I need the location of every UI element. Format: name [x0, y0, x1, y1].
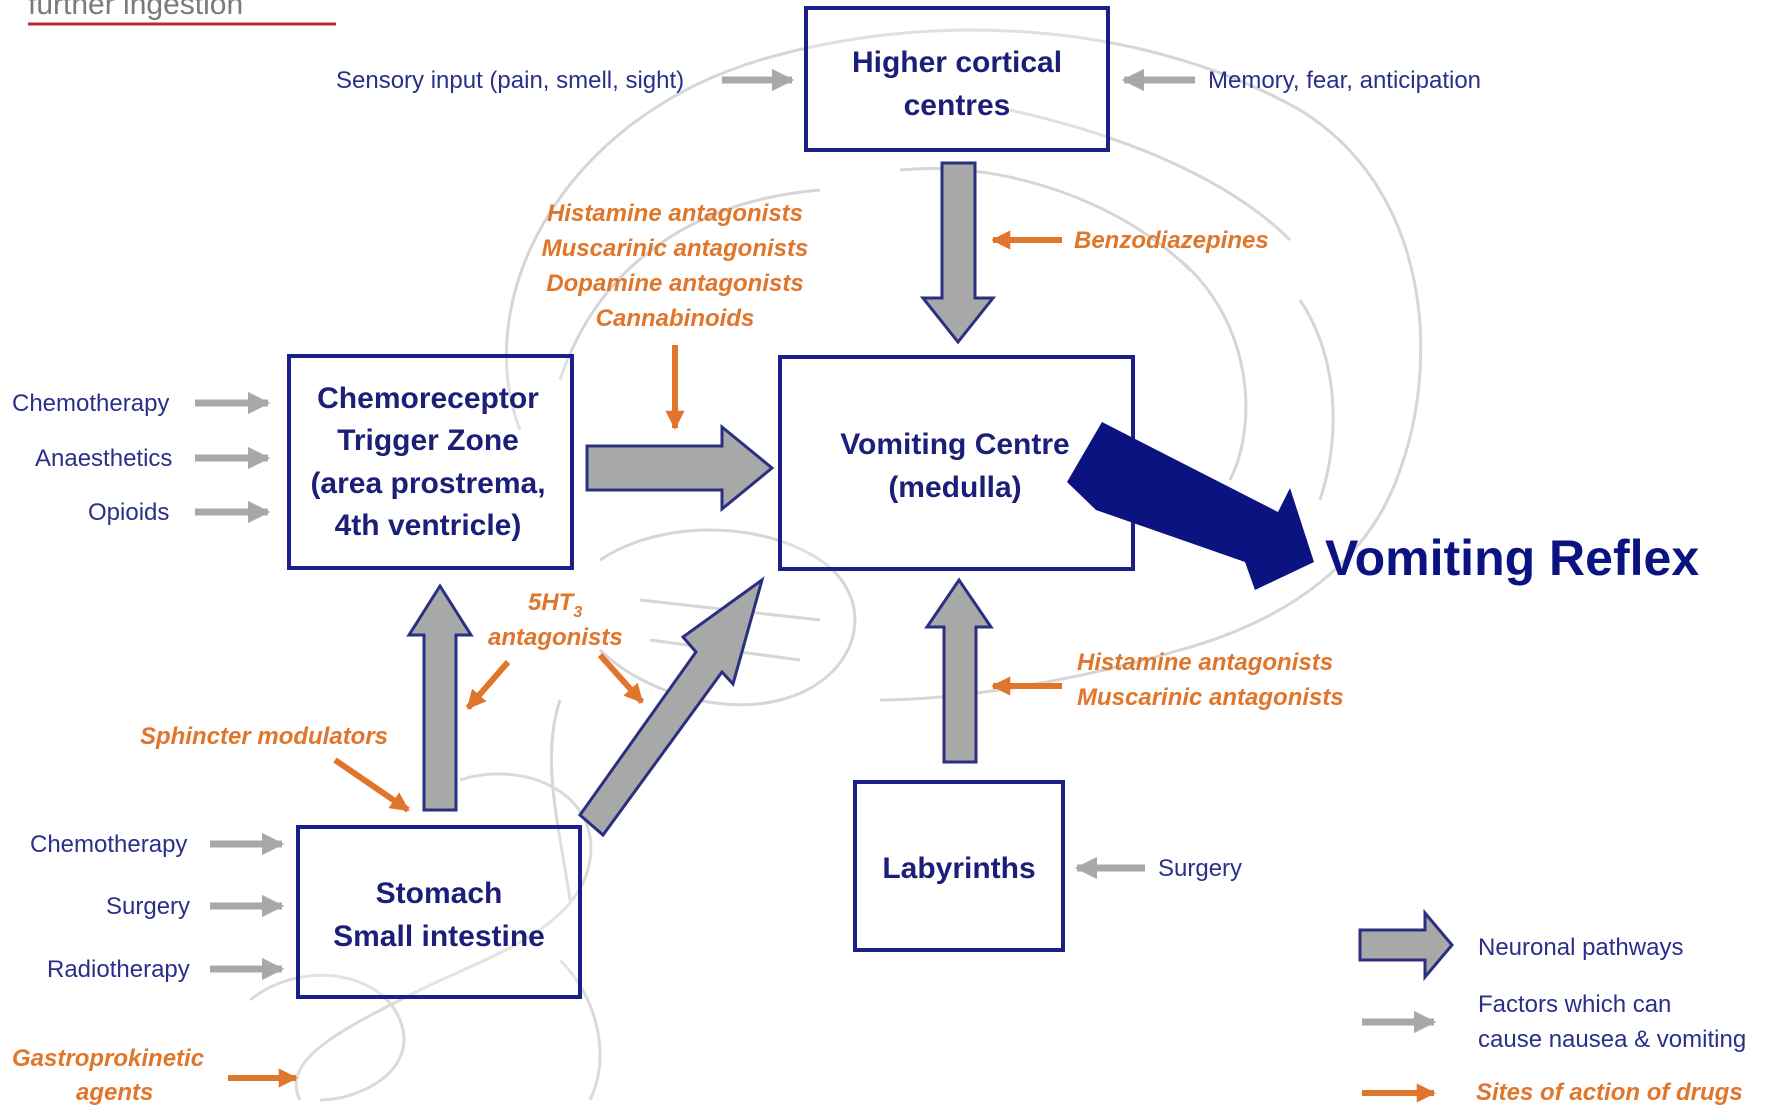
legend: Neuronal pathways Factors which can caus… [1360, 913, 1746, 1106]
drug-5ht-base: 5HT [528, 589, 576, 616]
ctz-line-1: Chemoreceptor [317, 382, 539, 415]
stomach-box: Stomach Small intestine [298, 827, 580, 997]
higher-cortical-line-1: Higher cortical [852, 46, 1062, 79]
cause-ctz-anaesthetics: Anaesthetics [35, 445, 172, 472]
cause-labyrinths-surgery: Surgery [1158, 855, 1242, 882]
arrow-drug-sphincter [335, 760, 408, 810]
cause-memory: Memory, fear, anticipation [1208, 67, 1481, 94]
drug-histamine-ctz: Histamine antagonists [547, 200, 803, 227]
labyrinths-box: Labyrinths [855, 782, 1063, 950]
vomiting-reflex-label: Vomiting Reflex [1325, 530, 1699, 586]
drug-5ht-subscript: 3 [573, 604, 582, 621]
drug-sphincter-modulators: Sphincter modulators [140, 723, 388, 750]
arrow-drug-ht3-right [600, 655, 642, 702]
drug-gastroprokinetic-agents: agents [76, 1079, 153, 1106]
ctz-box: Chemoreceptor Trigger Zone (area prostre… [289, 356, 572, 568]
arrow-drug-ht3-left [468, 662, 508, 708]
pathway-cortical-to-centre [923, 163, 993, 342]
legend-sites-label: Sites of action of drugs [1476, 1079, 1743, 1106]
drug-dopamine-ctz: Dopamine antagonists [546, 270, 803, 297]
header-text: further ingestion [28, 0, 243, 21]
legend-factors-line-1: Factors which can [1478, 991, 1671, 1018]
drug-cannabinoids: Cannabinoids [596, 305, 755, 332]
labyrinths-label: Labyrinths [882, 852, 1035, 885]
cause-stomach-radiotherapy: Radiotherapy [47, 956, 190, 983]
drug-benzodiazepines: Benzodiazepines [1074, 227, 1269, 254]
drug-gastroprokinetic: Gastroprokinetic [12, 1045, 204, 1072]
legend-neuronal-label: Neuronal pathways [1478, 934, 1683, 961]
cause-ctz-opioids: Opioids [88, 499, 169, 526]
stomach-line-2: Small intestine [333, 920, 545, 953]
cause-stomach-surgery: Surgery [106, 893, 190, 920]
drug-histamine-labyrinths: Histamine antagonists [1077, 649, 1333, 676]
cause-sensory-input: Sensory input (pain, smell, sight) [336, 67, 684, 94]
ctz-line-4: 4th ventricle) [335, 509, 522, 542]
ctz-line-2: Trigger Zone [337, 424, 519, 457]
ctz-line-3: (area prostrema, [310, 467, 545, 500]
vomiting-centre-line-2: (medulla) [888, 471, 1021, 504]
higher-cortical-line-2: centres [904, 89, 1011, 122]
pathway-labyrinths-to-centre [927, 580, 991, 762]
drug-5ht-label: 5HT3 [528, 589, 582, 621]
drug-muscarinic-labyrinths: Muscarinic antagonists [1077, 684, 1344, 711]
vomiting-centre-line-1: Vomiting Centre [840, 428, 1069, 461]
stomach-line-1: Stomach [376, 877, 503, 910]
drug-muscarinic-ctz: Muscarinic antagonists [542, 235, 809, 262]
pathway-ctz-to-centre [587, 427, 772, 509]
cause-stomach-chemotherapy: Chemotherapy [30, 831, 187, 858]
pathway-stomach-to-centre [580, 580, 762, 835]
cause-ctz-chemotherapy: Chemotherapy [12, 390, 169, 417]
pathway-stomach-to-ctz [409, 586, 471, 810]
drug-5ht3-antagonists: antagonists [488, 624, 623, 651]
higher-cortical-box: Higher cortical centres [806, 8, 1108, 150]
legend-factors-line-2: cause nausea & vomiting [1478, 1026, 1746, 1053]
legend-neuronal-icon [1360, 913, 1452, 977]
